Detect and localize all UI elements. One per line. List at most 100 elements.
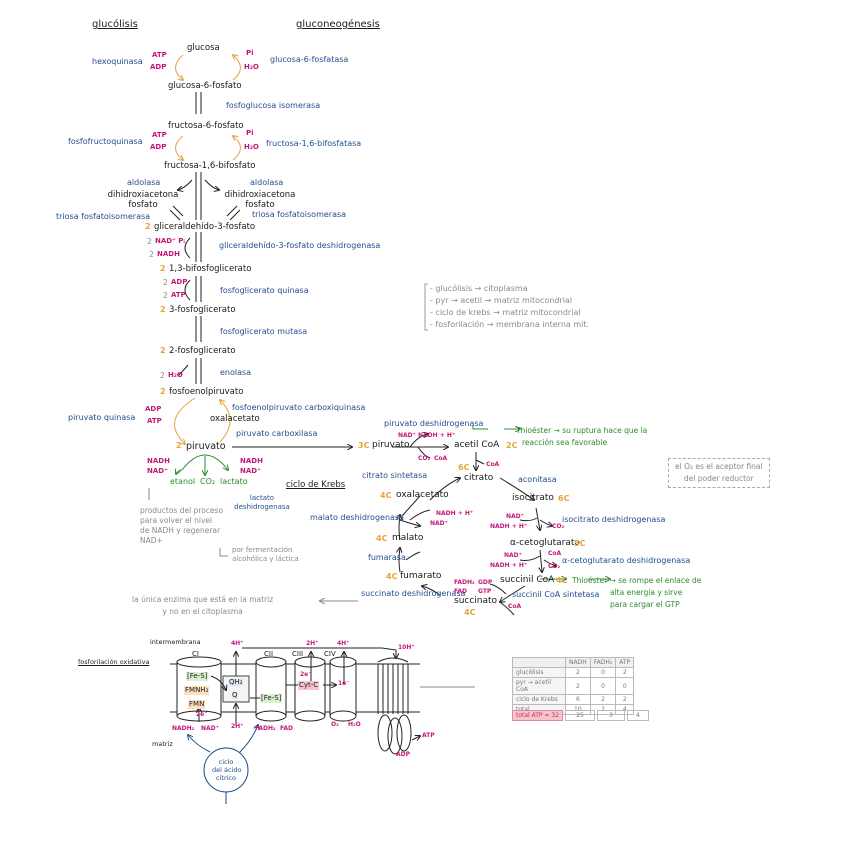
cofactor-nad: NAD⁺ <box>506 513 524 520</box>
complex-cii: CII <box>264 650 274 658</box>
enzyme-sdh: succinato deshidrogenasa <box>361 589 466 598</box>
metabolite-acetil-coa: acetil CoA <box>454 440 500 450</box>
cofactor-gtp: GTP <box>478 588 492 595</box>
cofactor-fadh2: FADH₂ <box>454 579 475 586</box>
metabolite-succinato: succinato <box>454 596 498 606</box>
metabolite-citrato: citrato <box>464 473 494 483</box>
enzyme-piruvato-quinasa: piruvato quinasa <box>68 413 136 422</box>
complex-civ: CIV <box>324 650 336 658</box>
label-intermembrana: intermembrana <box>150 638 201 646</box>
substrate-o2: O₂ <box>331 721 339 728</box>
carbon-count: 4C <box>380 491 392 500</box>
metabolite-succinil-coa: succinil CoA <box>500 575 555 585</box>
metabolite-13bpg: 1,3-bifosfoglicerato <box>169 264 252 274</box>
substrate-fad: FAD <box>280 725 294 732</box>
cofactor-adp: ADP <box>150 63 167 71</box>
cofactor-adp: ADP <box>145 405 162 413</box>
stoich-2: 2 <box>145 222 151 231</box>
cofactor-nadh: NADH + H⁺ <box>418 432 456 439</box>
etc-title: fosforilación oxidativa <box>78 658 150 666</box>
enzyme-pepck: fosfoenolpiruvato carboxiquinasa <box>232 403 366 412</box>
cofactor-coa: CoA <box>434 455 448 462</box>
metabolite-g6p: glucosa-6-fosfato <box>168 81 242 91</box>
carbon-count: 4C <box>556 576 568 585</box>
metabolite-3pg: 3-fosfoglicerato <box>169 305 236 315</box>
enzyme-tpi-left: triosa fosfatoisomerasa <box>56 212 151 221</box>
note-products: productos del proceso para volver el niv… <box>140 506 224 545</box>
table-row: total1024 <box>512 704 635 715</box>
krebs-arrows <box>320 283 610 616</box>
metabolite-piruvato-mito: piruvato <box>372 440 410 450</box>
metabolite-malato: malato <box>392 533 424 543</box>
cofactor-coa: CoA <box>486 461 500 468</box>
cofactor-nad: NAD⁺ <box>504 552 522 559</box>
stoich-2: 2 <box>160 387 166 396</box>
label-qh2: QH₂ <box>229 678 243 686</box>
etc-diagram <box>170 647 475 804</box>
label-matriz: matriz <box>152 740 173 748</box>
product-co2: CO₂ <box>200 477 216 486</box>
stoich-2: 2 <box>160 346 166 355</box>
substrate-nadh: NADH₂ <box>172 725 195 732</box>
label-fmn: FMN <box>188 700 206 709</box>
enzyme-pgi: fosfoglucosa isomerasa <box>226 101 321 110</box>
enzyme-ldh: lactato deshidrogenasa <box>234 494 290 511</box>
proton-ci: 4H⁺ <box>231 640 244 647</box>
product-lactato: lactato <box>220 477 248 486</box>
carbon-count: 5C <box>574 539 586 548</box>
carbon-count: 6C <box>558 494 570 503</box>
total-atp-row: total ATP = 32 25 3 4 <box>512 710 649 721</box>
label-1e: 1e⁻ <box>338 680 350 687</box>
enzyme-fumarasa: fumarasa <box>368 553 406 562</box>
label-2e-ciii: 2e⁻ <box>300 671 312 678</box>
pfk-arrow <box>175 135 184 160</box>
label-fes-ci: [Fe-S] <box>186 672 209 681</box>
enzyme-enolasa: enolasa <box>220 368 252 377</box>
cofactor-adp: ADP <box>171 278 188 286</box>
metabolite-glucosa: glucosa <box>187 43 220 53</box>
metabolite-dhap-left: dihidroxiacetona fosfato <box>107 190 179 210</box>
atp-synthase <box>377 657 412 755</box>
cofactor-h2o: H₂O <box>244 143 259 151</box>
enzyme-pfk: fosfofructoquinasa <box>68 137 143 146</box>
carbon-count: 4C <box>386 572 398 581</box>
label-fmnh2: FMNH₂ <box>184 686 210 695</box>
cofactor-nadh: NADH + H⁺ <box>436 510 474 517</box>
stoich-2: 2 <box>160 264 166 273</box>
enzyme-mdh: malato deshidrogenasa <box>310 513 404 522</box>
note-succoa-thioester: Thioéster → se rompe el enlace de alta e… <box>572 576 702 609</box>
enzyme-pdh: piruvato deshidrogenasa <box>384 419 484 428</box>
glycolysis-header: glucólisis <box>92 19 138 30</box>
metabolite-g3p: gliceraldehído-3-fosfato <box>154 222 256 232</box>
proton-atp-synthase: 10H⁺ <box>398 644 415 651</box>
cofactor-atp: ATP <box>147 417 162 425</box>
product-etanol: etanol <box>170 477 196 486</box>
metabolite-fumarato: fumarato <box>400 571 442 581</box>
o2-note: el O₂ es el aceptor final del poder redu… <box>668 458 770 488</box>
label-cytc: Cyt-C <box>298 681 320 690</box>
enzyme-g6pasa: glucosa-6-fosfatasa <box>270 55 349 64</box>
enzyme-aldolasa-right: aldolasa <box>250 178 284 187</box>
cofactor-nadh: NADH <box>147 457 170 465</box>
cofactor-co2: CO₂ <box>548 563 561 570</box>
complex-ci: CI <box>192 650 199 658</box>
cofactor-atp: ATP <box>152 51 167 59</box>
metabolite-piruvato: piruvato <box>186 441 226 452</box>
metabolite-oxalacetato: oxalacetato <box>210 414 260 424</box>
cofactor-nadh: NADH <box>157 250 180 258</box>
metabolite-isocitrato: isocitrato <box>512 493 554 503</box>
krebs-title: ciclo de Krebs <box>286 480 346 490</box>
cofactor-nad: NAD⁺ Pᵢ <box>155 237 185 245</box>
carbon-count: 4C <box>464 608 476 617</box>
note-acetil-thioester: Thioéster → su ruptura hace que la reacc… <box>516 426 648 447</box>
enzyme-aldolasa-left: aldolasa <box>127 178 161 187</box>
enzyme-gapdh: gliceraldehído-3-fosfato deshidrogenasa <box>219 241 381 250</box>
g6pase-arrow <box>233 55 241 81</box>
proton-ciii: 2H⁺ <box>306 640 319 647</box>
stoich-2: 2 <box>160 305 166 314</box>
metabolite-pep: fosfoenolpiruvato <box>169 387 244 397</box>
enzyme-fbpasa: fructosa-1,6-bifosfatasa <box>266 139 362 148</box>
